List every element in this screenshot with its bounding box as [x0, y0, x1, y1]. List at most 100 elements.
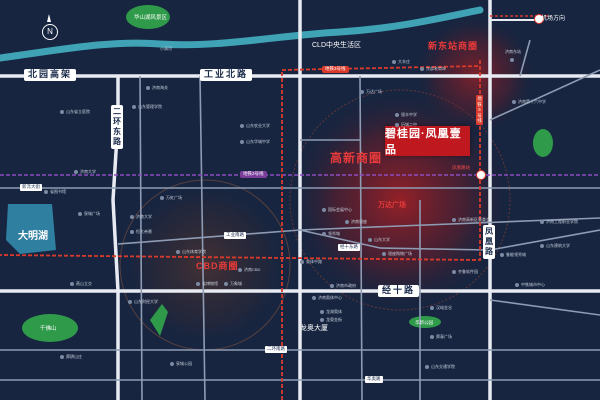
metro-line-3-tag: 地铁3号线: [322, 66, 349, 73]
poi-label: 济南高新区管委会: [458, 217, 490, 222]
poi-label: 龙湖奥体: [326, 309, 342, 314]
poi-dot: [44, 190, 48, 194]
poi-label: 济南第十六中学: [518, 99, 546, 104]
poi-label: 恒大帝景: [136, 229, 152, 234]
poi-dot: [130, 215, 134, 219]
poi-dot: [360, 90, 364, 94]
poi-dot: [300, 260, 304, 264]
poi-dot: [196, 282, 200, 286]
poi-dot: [392, 60, 396, 64]
poi-label: 东部老商埠: [426, 66, 446, 71]
poi-dot: [176, 250, 180, 254]
poi-dot: [420, 67, 424, 71]
poi-dot: [320, 318, 324, 322]
park-huaxin-label: 华新公园: [415, 320, 433, 325]
poi-label: 银丰中学: [401, 112, 417, 117]
poi-label: 济南奥体中心: [318, 295, 342, 300]
poi-label: 鲁能领秀城: [506, 252, 526, 257]
poi-label: 大辛庄: [398, 59, 410, 64]
poi-dot: [60, 110, 64, 114]
road-gongye-north-label: 工业北路: [200, 69, 253, 81]
poi-dot: [312, 296, 316, 300]
poi-label: 舜耕山庄: [66, 354, 82, 359]
poi-dot: [170, 362, 174, 366]
poi-dot: [540, 220, 544, 224]
poi-dot: [130, 230, 134, 234]
poi-dot: [515, 283, 519, 287]
station-icon: [534, 14, 544, 24]
poi-dot: [540, 244, 544, 248]
poi-label: 万虹广场: [166, 195, 182, 200]
poi-label: 山东体育学院: [182, 249, 206, 254]
poi-dot: [345, 220, 349, 224]
park-huashan-label: 华山湖风景区: [134, 15, 168, 21]
poi-dot: [500, 253, 504, 257]
north-compass-icon: N: [42, 14, 58, 40]
poi-label: 泉城公园: [176, 361, 192, 366]
poi-label: 山东农业大学: [246, 123, 270, 128]
poi-dot: [128, 300, 132, 304]
poi-label: 历城二中: [401, 122, 417, 127]
poi-dot: [60, 355, 64, 359]
poi-label: 山东管理学院: [138, 104, 162, 109]
xiaoqing-river: [0, 6, 484, 62]
road-jingshi-label: 经十路: [378, 285, 420, 297]
metro-line-3: [281, 65, 481, 400]
poi-label: 山东大学: [374, 237, 390, 242]
poi-label: 燕山立交: [76, 281, 92, 286]
poi-label: 银座购物广场: [388, 251, 412, 256]
poi-dot: [240, 140, 244, 144]
road-gongye-south-label: 工业南路: [224, 232, 246, 239]
poi-dot: [160, 196, 164, 200]
road-fenghuang-label: 凤凰路: [483, 225, 495, 259]
poi-dot: [238, 268, 242, 272]
area-cld-label: CLD中央生活区: [312, 42, 362, 49]
poi-label: 国际会展中心: [328, 207, 352, 212]
fenghuang-station-icon: [476, 170, 486, 180]
poi-dot: [512, 100, 516, 104]
poi-dot: [452, 270, 456, 274]
area-cbd-label: CBD商圈: [196, 261, 239, 271]
river-xiaoqing-label: 小清河: [160, 46, 172, 51]
poi-dot: [395, 123, 399, 127]
poi-dot: [322, 208, 326, 212]
poi-label: 省图书馆: [50, 189, 66, 194]
poi-label: 济南CBD: [244, 267, 261, 272]
poi-dot: [132, 105, 136, 109]
poi-label: 济南工程职业学院: [546, 219, 578, 224]
project-highlight-card[interactable]: 碧桂园·凤凰壹品: [385, 126, 470, 156]
poi-label: 龙奥金街: [326, 317, 342, 322]
poi-dot: [240, 124, 244, 128]
poi-dot: [70, 282, 74, 286]
area-xindongzhan-label: 新东站商圈: [428, 41, 479, 51]
poi-label: 山东财经大学: [134, 299, 158, 304]
poi-dot: [146, 86, 150, 90]
poi-label: 万达广场: [366, 89, 382, 94]
poi-dot: [395, 113, 399, 117]
poi-dot: [224, 282, 228, 286]
fenghuang-station-label: 凤凰路站: [452, 165, 470, 170]
poi-dot: [382, 252, 386, 256]
poi-label: 中铁城市中心: [521, 282, 545, 287]
poi-label: 舜泰广场: [436, 334, 452, 339]
park-qianfo-label: 千佛山: [40, 326, 57, 332]
poi-label: 万象城: [230, 281, 242, 286]
poi-label: 济南市政府: [336, 283, 356, 288]
poi-dot: [425, 365, 429, 369]
poi-dot: [510, 58, 514, 62]
poi-label: 齐鲁软件园: [458, 269, 478, 274]
poi-label: 济南海关: [152, 85, 168, 90]
wanda-plaza-label: 万达广场: [378, 202, 406, 209]
poi-dot: [74, 170, 78, 174]
lake-daming-label: 大明湖: [18, 231, 48, 242]
poi-label: 领秀城: [328, 231, 340, 236]
area-longao-label: 龙奥大厦: [300, 325, 328, 332]
poi-label: 省博物馆: [202, 281, 218, 286]
metro-line-2-tag: 地铁2号线: [240, 171, 267, 178]
area-gaoxin-label: 高新商圈: [330, 151, 383, 165]
road-gaoxin-label: 新泺大街: [20, 184, 42, 191]
poi-label: 济南大学: [80, 169, 96, 174]
road-huaao-label: 华奥路: [365, 376, 383, 383]
